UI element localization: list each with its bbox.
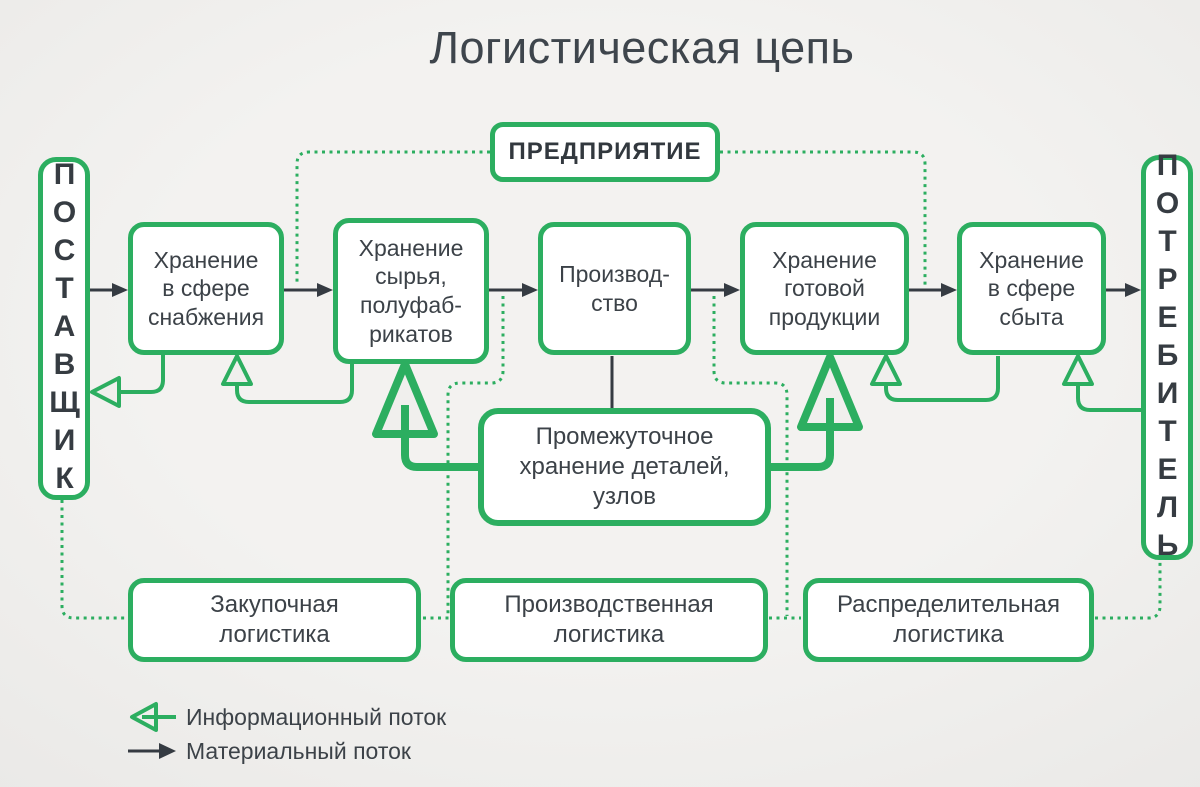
chain-box-sales-storage: Хранение в сфере сбыта bbox=[957, 222, 1106, 355]
legend-row-information: Информационный поток bbox=[126, 700, 446, 734]
legend-label-information: Информационный поток bbox=[186, 703, 447, 730]
procurement-logistics-box: Закупочная логистика bbox=[128, 578, 421, 662]
chain-box-label: Хранение готовой продукции bbox=[768, 246, 881, 330]
chain-box-raw-materials-storage: Хранение сырья, полуфаб- рикатов bbox=[333, 218, 489, 364]
enterprise-label: ПРЕДПРИЯТИЕ bbox=[508, 138, 702, 166]
chain-box-supply-storage: Хранение в сфере снабжения bbox=[128, 222, 284, 355]
intermediate-storage-box: Промежуточное хранение деталей, узлов bbox=[478, 408, 771, 526]
logistics-box-label: Распределительная логистика bbox=[836, 591, 1061, 648]
chain-box-label: Производ- ство bbox=[559, 260, 670, 316]
enterprise-box: ПРЕДПРИЯТИЕ bbox=[490, 122, 720, 182]
supplier-label: ПОСТАВЩИК bbox=[48, 157, 81, 500]
consumer-label: ПОТРЕБИТЕЛЬ bbox=[1151, 148, 1184, 567]
material-flow-icon bbox=[128, 743, 176, 759]
distribution-logistics-box: Распределительная логистика bbox=[803, 578, 1094, 662]
page-title: Логистическая цепь bbox=[429, 22, 855, 73]
supplier-box: ПОСТАВЩИК bbox=[38, 157, 90, 500]
logistics-box-label: Производственная логистика bbox=[504, 591, 714, 648]
intermediate-storage-label: Промежуточное хранение деталей, узлов bbox=[519, 423, 730, 510]
chain-box-finished-goods-storage: Хранение готовой продукции bbox=[740, 222, 909, 355]
information-flow-icon bbox=[130, 702, 176, 732]
consumer-box: ПОТРЕБИТЕЛЬ bbox=[1141, 149, 1193, 567]
legend: Информационный поток Материальный поток bbox=[126, 700, 446, 768]
chain-box-label: Хранение в сфере сбыта bbox=[979, 246, 1084, 330]
logistics-box-label: Закупочная логистика bbox=[210, 591, 339, 648]
information-flow-arrows bbox=[90, 354, 1141, 412]
production-logistics-box: Производственная логистика bbox=[450, 578, 768, 662]
chain-box-production: Производ- ство bbox=[538, 222, 691, 355]
legend-row-material: Материальный поток bbox=[126, 734, 446, 768]
chain-box-label: Хранение сырья, полуфаб- рикатов bbox=[358, 234, 464, 347]
legend-label-material: Материальный поток bbox=[186, 737, 411, 764]
chain-box-label: Хранение в сфере снабжения bbox=[147, 246, 265, 330]
